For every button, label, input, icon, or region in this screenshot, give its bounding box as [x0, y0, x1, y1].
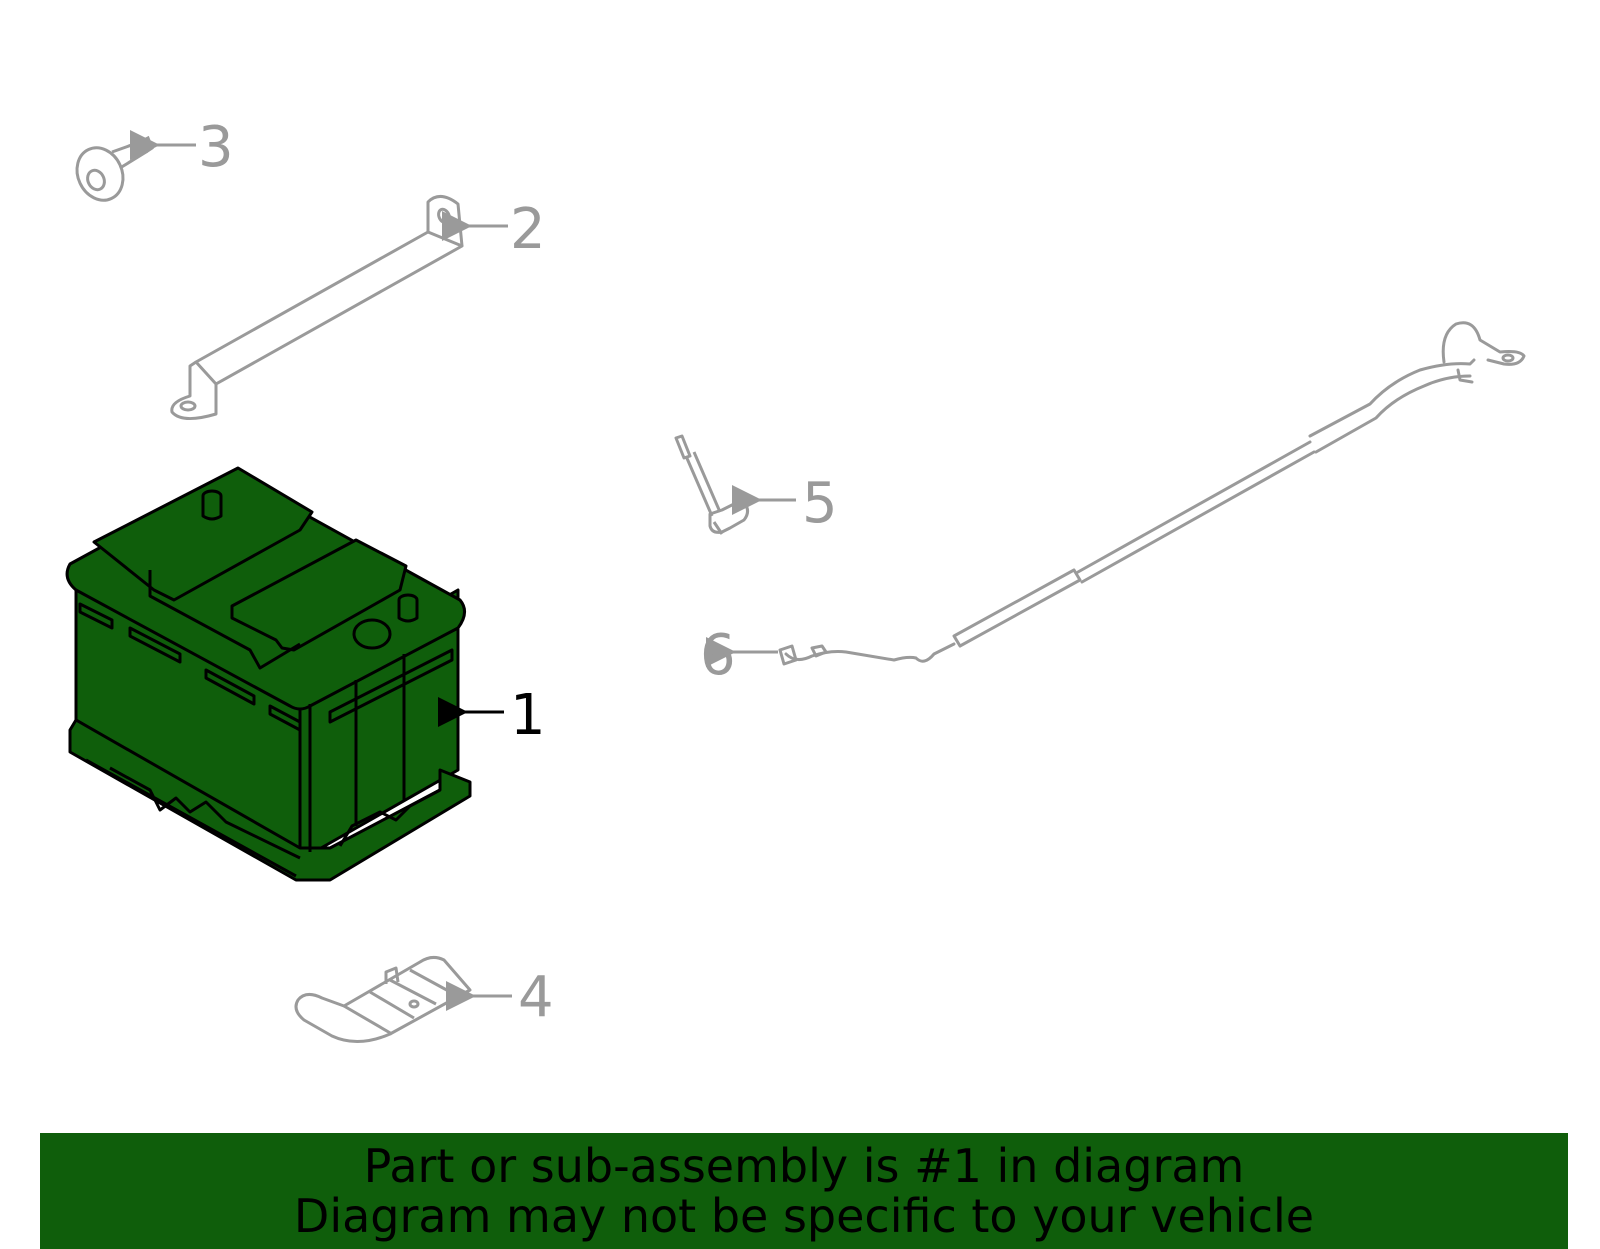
part-2-bracket[interactable] — [170, 195, 464, 420]
callout-4: 4 — [518, 965, 554, 1030]
callout-5: 5 — [802, 471, 838, 536]
part-6-cable[interactable] — [778, 321, 1526, 666]
callout-1: 1 — [510, 683, 546, 748]
banner-line-1: Part or sub-assembly is #1 in diagram — [363, 1139, 1245, 1193]
callout-3: 3 — [198, 115, 234, 180]
part-4-tray[interactable] — [294, 955, 472, 1043]
callout-6: 6 — [700, 623, 736, 688]
part-3-clip[interactable] — [69, 135, 154, 208]
banner-line-2: Diagram may not be specific to your vehi… — [293, 1189, 1315, 1243]
part-5-sensor[interactable] — [674, 434, 749, 535]
part-1-battery[interactable] — [65, 466, 472, 882]
info-banner: Part or sub-assembly is #1 in diagram Di… — [40, 1133, 1568, 1249]
callout-2: 2 — [510, 197, 546, 262]
